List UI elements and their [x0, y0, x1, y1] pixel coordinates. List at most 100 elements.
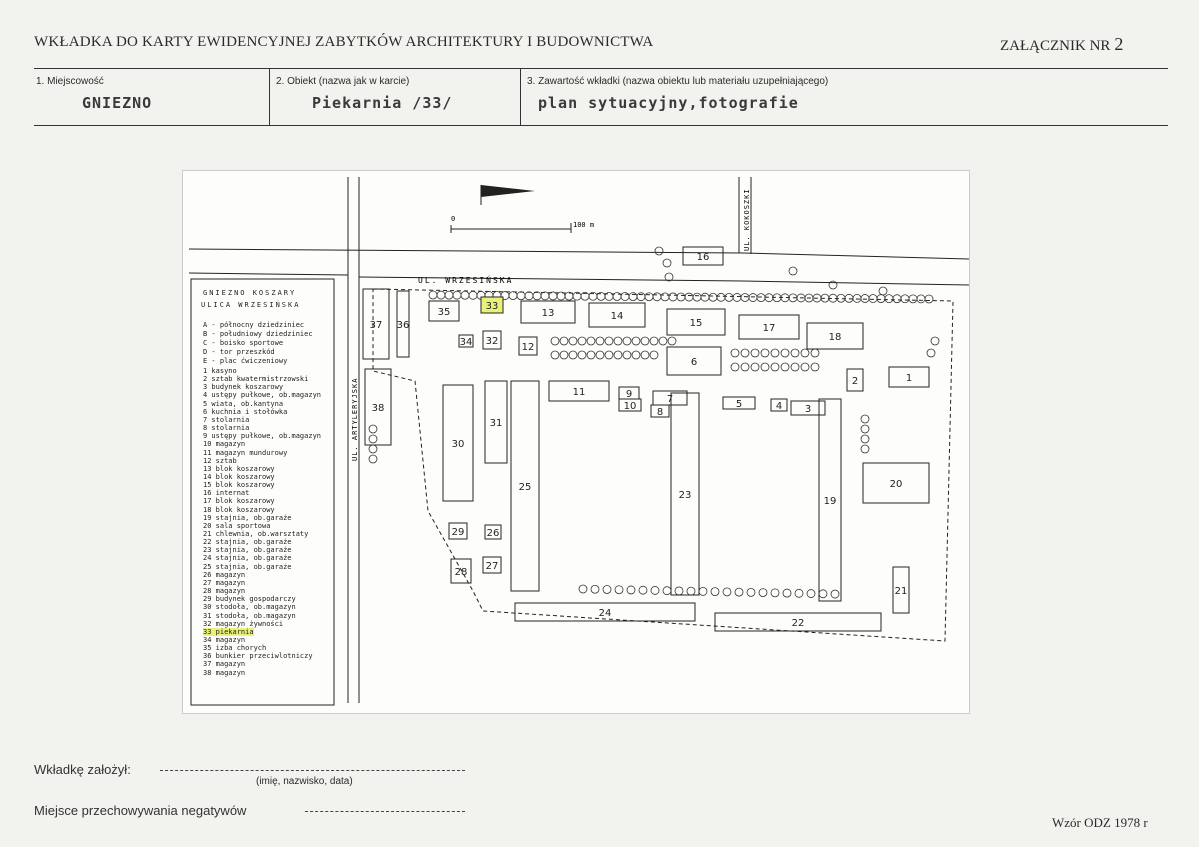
- legend-number-item: 23 stajnia, ob.garaże: [203, 546, 292, 555]
- building-5[interactable]: [722, 396, 756, 410]
- legend-number-item: 12 sztab: [203, 456, 237, 465]
- field-2-value[interactable]: Piekarnia /33/: [312, 94, 453, 112]
- building-3[interactable]: [790, 400, 826, 416]
- tree-icon: [640, 350, 650, 360]
- tree-icon: [660, 292, 670, 302]
- building-2[interactable]: [846, 368, 864, 392]
- tree-icon: [876, 294, 886, 303]
- building-22[interactable]: [714, 612, 882, 632]
- tree-icon: [810, 348, 820, 358]
- field-1-value[interactable]: GNIEZNO: [82, 94, 153, 112]
- building-14[interactable]: [588, 302, 646, 328]
- legend-title-1: GNIEZNO KOSZARY: [203, 289, 297, 297]
- building-33[interactable]: [480, 296, 504, 314]
- tree-icon: [818, 589, 828, 599]
- building-13[interactable]: [520, 300, 576, 324]
- building-24[interactable]: [514, 602, 696, 622]
- street-top-label: UL. WRZESIŃSKA: [418, 274, 513, 285]
- building-25[interactable]: [510, 380, 540, 592]
- building-8[interactable]: [650, 404, 670, 418]
- building-27[interactable]: [482, 556, 502, 574]
- tree-icon: [740, 362, 750, 372]
- building-31[interactable]: [484, 380, 508, 464]
- building-18[interactable]: [806, 322, 864, 350]
- building-32[interactable]: [482, 330, 502, 350]
- building-label-3: 3: [805, 404, 811, 415]
- building-label-11: 11: [573, 387, 586, 398]
- tree-icon: [800, 362, 810, 372]
- building-37[interactable]: [362, 288, 390, 360]
- tree-icon: [604, 292, 614, 301]
- scale-bar: [450, 223, 572, 233]
- tree-icon: [622, 336, 632, 346]
- building-label-31: 31: [490, 418, 503, 429]
- founded-line[interactable]: [160, 770, 465, 771]
- tree-icon: [532, 291, 542, 301]
- tree-icon: [524, 291, 534, 301]
- field-3-value[interactable]: plan sytuacyjny,fotografie: [538, 94, 799, 112]
- legend-number-item: 14 blok koszarowy: [203, 472, 275, 481]
- building-10[interactable]: [618, 398, 642, 412]
- road-edge-2: [188, 272, 349, 276]
- tree-icon: [368, 434, 378, 444]
- building-20[interactable]: [862, 462, 930, 504]
- tree-icon: [868, 294, 878, 303]
- building-29[interactable]: [448, 522, 468, 540]
- building-12[interactable]: [518, 336, 538, 356]
- header-top-rule: [34, 68, 1168, 69]
- tree-icon: [860, 424, 870, 434]
- tree-icon: [590, 584, 600, 594]
- legend-number-item: 13 blok koszarowy: [203, 464, 275, 473]
- building-16[interactable]: [682, 246, 724, 266]
- legend-number-item: 17 blok koszarowy: [203, 497, 275, 506]
- building-30[interactable]: [442, 384, 474, 502]
- tree-icon: [368, 444, 378, 454]
- building-21[interactable]: [892, 566, 910, 614]
- tree-icon: [460, 290, 470, 300]
- storage-line[interactable]: [305, 811, 465, 812]
- building-38[interactable]: [364, 368, 392, 446]
- tree-icon: [559, 336, 569, 346]
- tree-icon: [628, 292, 638, 301]
- building-35[interactable]: [428, 300, 460, 322]
- building-label-8: 8: [657, 407, 663, 418]
- building-label-25: 25: [519, 482, 532, 493]
- building-11[interactable]: [548, 380, 610, 402]
- legend-letter-item: B - południowy dziedziniec: [203, 330, 313, 338]
- building-7[interactable]: [652, 390, 688, 406]
- legend-number-item: 18 blok koszarowy: [203, 505, 275, 514]
- building-15[interactable]: [666, 308, 726, 336]
- building-36[interactable]: [396, 290, 410, 358]
- founded-hint: (imię, nazwisko, data): [256, 776, 353, 787]
- tree-icon: [662, 258, 672, 268]
- building-17[interactable]: [738, 314, 800, 340]
- tree-icon: [924, 294, 934, 304]
- tree-icon: [734, 587, 744, 597]
- building-label-38: 38: [372, 403, 385, 414]
- building-label-23: 23: [679, 490, 692, 501]
- building-23[interactable]: [670, 392, 700, 596]
- tree-icon: [770, 348, 780, 358]
- legend-title-2: ULICA WRZESIŃSKA: [201, 301, 301, 309]
- field-1-label: 1. Miejscowość: [36, 76, 104, 87]
- tree-icon: [782, 588, 792, 598]
- tree-icon: [740, 348, 750, 358]
- building-26[interactable]: [484, 524, 502, 540]
- tree-icon: [578, 584, 588, 594]
- legend-number-item: 22 stajnia, ob.garaże: [203, 538, 292, 547]
- form-code: Wzór ODZ 1978 r: [1052, 815, 1148, 830]
- tree-icon: [686, 586, 696, 596]
- building-4[interactable]: [770, 398, 788, 412]
- legend-number-item: 31 stodoła, ob.magazyn: [203, 611, 296, 620]
- tree-icon: [368, 424, 378, 434]
- building-6[interactable]: [666, 346, 722, 376]
- tree-icon: [860, 414, 870, 424]
- tree-icon: [758, 588, 768, 598]
- legend-number-item: 10 magazyn: [203, 440, 246, 449]
- building-label-9: 9: [626, 389, 632, 400]
- building-1[interactable]: [888, 366, 930, 388]
- tree-icon: [667, 336, 677, 346]
- building-19[interactable]: [818, 398, 842, 602]
- building-34[interactable]: [458, 334, 474, 348]
- building-28[interactable]: [450, 558, 472, 584]
